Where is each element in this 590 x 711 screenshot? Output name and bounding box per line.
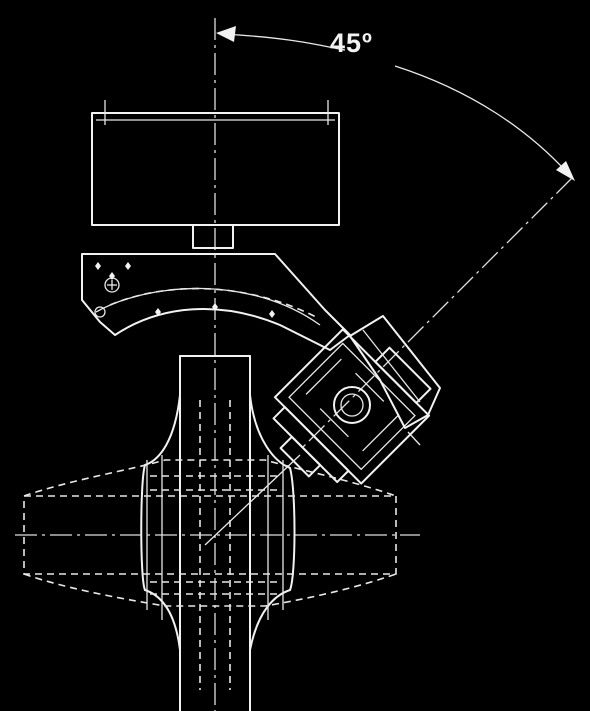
angle-dimension: [216, 26, 575, 451]
wheel-body: [140, 394, 296, 651]
bracket-plate: [81, 253, 351, 351]
angle-label: 45º: [330, 28, 373, 58]
spindle-nut-icon: [333, 386, 371, 424]
head-motor: [349, 315, 441, 446]
diagonal-construction-line: [204, 454, 301, 546]
angle-arc: [221, 33, 573, 179]
dashed-cross-section: [23, 400, 397, 690]
motor-housing: [91, 100, 340, 249]
angle-arrow-left: [216, 26, 236, 42]
angled-axis-line: [299, 177, 573, 451]
tilted-spindle-head: [272, 328, 432, 485]
angle-arrow-right: [556, 161, 575, 181]
vertical-shaft: [179, 355, 251, 711]
